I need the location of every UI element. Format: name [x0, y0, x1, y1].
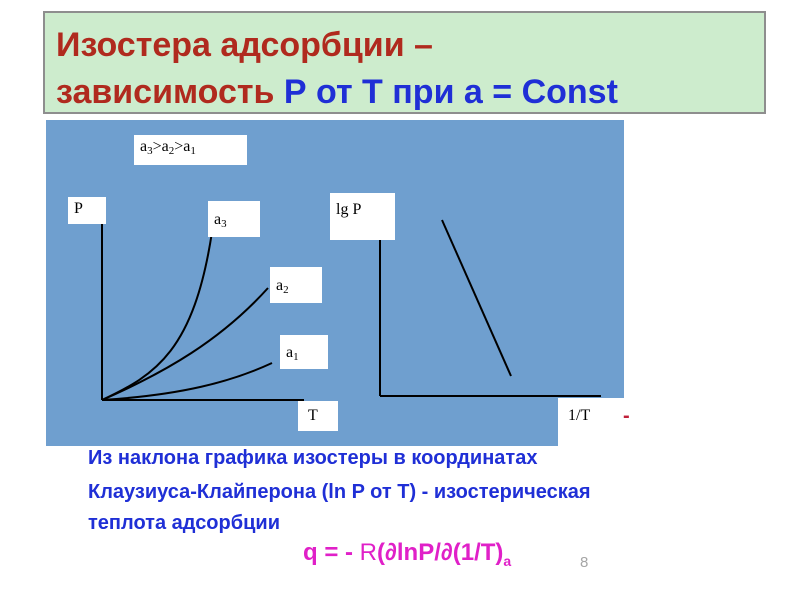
- left-x-axis-label: T: [298, 401, 338, 431]
- title-line-2: зависимость Р от Т при а = Const: [56, 72, 618, 112]
- curve-label-a2: a2: [270, 267, 322, 303]
- title-line-1: Изостера адсорбции –: [56, 26, 433, 64]
- body-line-1: Из наклона графика изостеры в координата…: [88, 447, 538, 469]
- title-box: Изостера адсорбции – зависимость Р от Т …: [43, 11, 766, 114]
- formula: q = - R(∂lnP/∂(1/T)a: [303, 539, 512, 569]
- left-y-axis-label: P: [68, 197, 106, 224]
- curve-a1: [101, 362, 273, 401]
- diagram-drawing: [101, 201, 601, 401]
- page-number: 8: [580, 554, 589, 571]
- isostere-line: [441, 219, 512, 377]
- curve-label-a1: a1: [280, 335, 328, 369]
- right-x-axis-label: 1/T: [558, 398, 624, 446]
- curve-a2: [101, 287, 269, 401]
- curve-a3: [101, 231, 213, 401]
- order-label: a3>a2>a1: [134, 135, 247, 165]
- title-line-2-red: зависимость: [56, 73, 284, 111]
- right-y-axis-label: lg P: [330, 193, 395, 240]
- curve-label-a3: a3: [208, 201, 260, 237]
- title-line-2-blue: Р от Т при а = Const: [283, 73, 618, 111]
- isostere-diagram: a3>a2>a1 P a3 a2 a1 T lg P 1/T: [46, 120, 624, 446]
- dash-mark: -: [623, 405, 630, 427]
- body-line-2: Клаузиуса-Клайперона (ln P от T) - изост…: [88, 481, 591, 503]
- body-line-3: теплота адсорбции: [88, 512, 280, 534]
